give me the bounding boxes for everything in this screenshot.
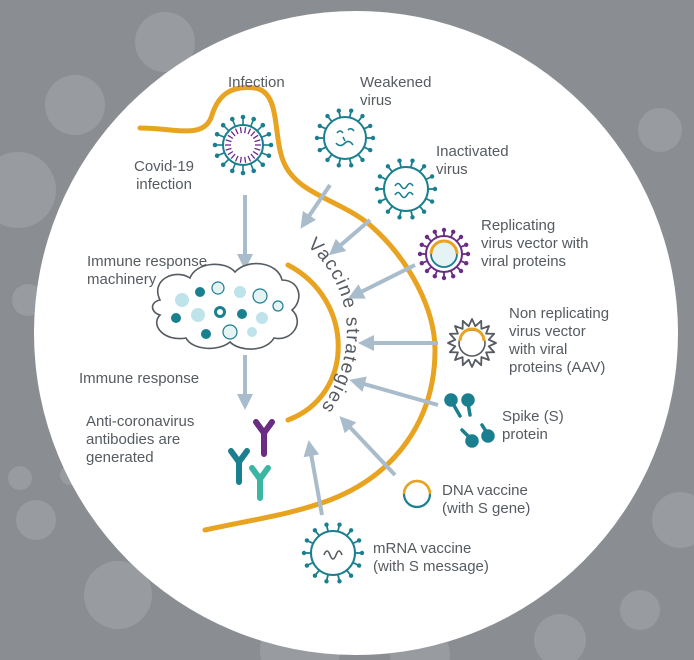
non-replicating-vector-icon bbox=[447, 318, 497, 368]
cell-membrane-line bbox=[137, 85, 438, 533]
dna-vaccine-gene-arc bbox=[402, 479, 432, 495]
immune-machinery-cloud-icon bbox=[151, 262, 300, 350]
spike-protein-icon bbox=[444, 393, 495, 448]
inactivated-virus-label: Inactivated virus bbox=[436, 143, 509, 178]
arrow-replicating bbox=[347, 263, 416, 299]
weakened-virus-icon bbox=[314, 108, 376, 168]
infection-label: Infection bbox=[228, 74, 285, 91]
spike-protein-label: Spike (S) protein bbox=[502, 408, 564, 443]
main-circle bbox=[34, 11, 678, 655]
antibodies-label: Anti-coronavirus antibodies are generate… bbox=[86, 413, 195, 466]
immune-machinery-label: Immune response machinery bbox=[87, 253, 208, 288]
inactivated-virus-icon bbox=[374, 158, 438, 220]
arrow-spike bbox=[349, 376, 439, 407]
arrow-weakened bbox=[300, 183, 332, 229]
covid-virus-icon bbox=[212, 114, 274, 176]
arrow-inactivated bbox=[328, 218, 372, 256]
mrna-vaccine-icon bbox=[301, 522, 365, 584]
mrna-vaccine-label: mRNA vaccine (with S message) bbox=[373, 540, 489, 575]
vaccine-strategies-arc bbox=[285, 262, 341, 423]
weakened-virus-label: Weakened virus bbox=[360, 74, 432, 109]
covid-infection-label: Covid-19 infection bbox=[134, 158, 195, 193]
non-replicating-vector-label: Non replicating virus vector with viral … bbox=[509, 305, 610, 376]
dna-vaccine-label: DNA vaccine (with S gene) bbox=[442, 482, 531, 517]
antibodies-icon bbox=[228, 419, 275, 501]
arrow-mrna bbox=[303, 440, 324, 516]
replicating-vector-label: Replicating virus vector with viral prot… bbox=[481, 217, 589, 270]
arrows bbox=[237, 183, 439, 516]
replicating-vector-icon bbox=[417, 227, 471, 281]
immune-response-label: Immune response bbox=[79, 370, 200, 387]
arrow-dna bbox=[339, 416, 397, 477]
